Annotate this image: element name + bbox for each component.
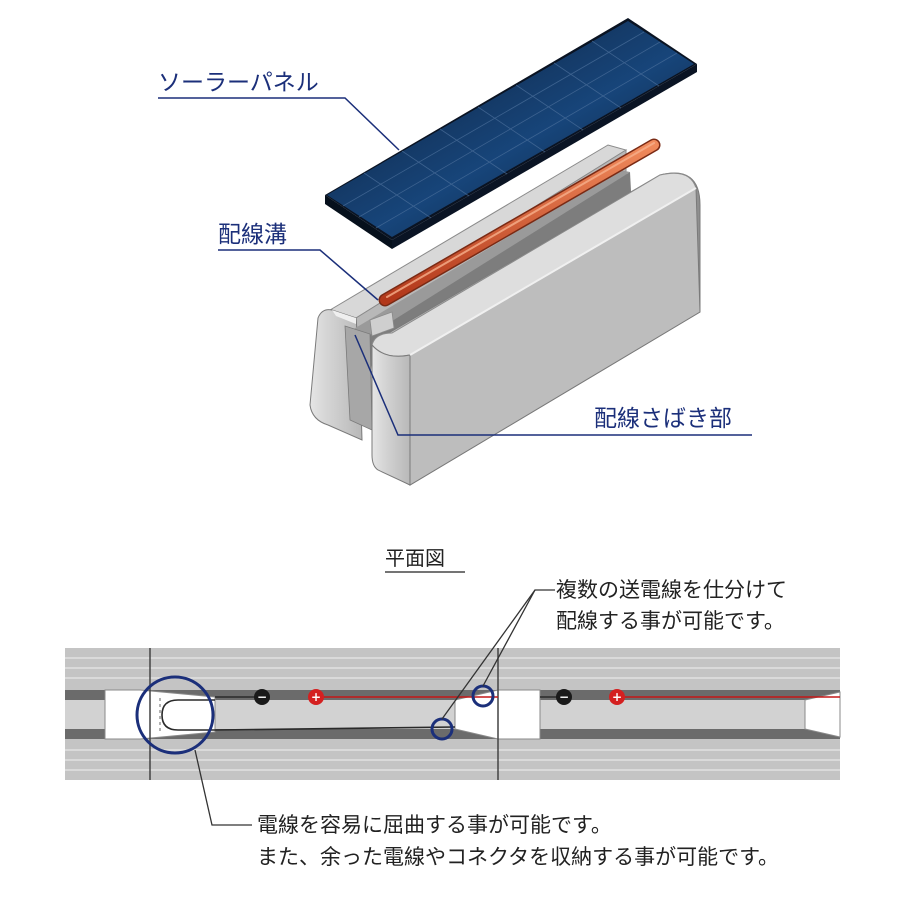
note-bending-line1: 電線を容易に屈曲する事が可能です。 xyxy=(257,813,612,837)
plan-bottom-strip xyxy=(65,738,840,780)
terminal-minus-label: − xyxy=(559,690,569,704)
leader-multiple-lines-lower xyxy=(441,589,536,720)
plan-view-title: 平面図 xyxy=(385,546,445,570)
callout-wiring-groove: 配線溝 xyxy=(218,222,379,301)
leader-bending xyxy=(194,749,252,826)
terminal-plus-1: + xyxy=(308,689,324,705)
label-solar-panel: ソーラーパネル xyxy=(158,70,319,96)
label-wiring-management: 配線さばき部 xyxy=(594,406,732,432)
solar-panel xyxy=(325,18,697,249)
plan-channel-top xyxy=(65,690,840,700)
plan-opening-right xyxy=(804,691,841,738)
terminal-minus-2: − xyxy=(556,689,572,705)
isometric-illustration: ソーラーパネル 配線溝 配線さばき部 xyxy=(158,18,752,486)
label-wiring-groove: 配線溝 xyxy=(218,222,287,248)
callout-wiring-management: 配線さばき部 xyxy=(354,334,752,436)
plan-view: 平面図 xyxy=(65,546,841,869)
panel-grid xyxy=(342,31,678,229)
terminal-plus-label: + xyxy=(612,690,622,704)
terminal-minus-1: − xyxy=(254,689,270,705)
terminal-plus-2: + xyxy=(609,689,625,705)
plan-cable-lower xyxy=(214,726,456,731)
plan-cable-bend xyxy=(161,699,215,731)
note-bending-line2: また、余った電線やコネクタを収納する事が可能です。 xyxy=(257,845,779,869)
callout-solar-panel: ソーラーパネル xyxy=(158,70,400,151)
front-block xyxy=(371,172,701,486)
terminal-plus-label: + xyxy=(311,690,321,704)
highlight-circle-bend xyxy=(135,675,215,755)
plan-top-strip xyxy=(65,648,840,692)
cable xyxy=(378,138,661,307)
note-multiple-lines-line2: 配線する事が可能です。 xyxy=(556,609,785,633)
plan-strip-lines xyxy=(65,657,840,771)
note-multiple-lines-line1: 複数の送電線を仕分けて xyxy=(556,578,787,602)
plan-opening-left xyxy=(104,689,216,740)
terminal-minus-label: − xyxy=(257,690,267,704)
plan-channel-bottom xyxy=(65,729,840,739)
